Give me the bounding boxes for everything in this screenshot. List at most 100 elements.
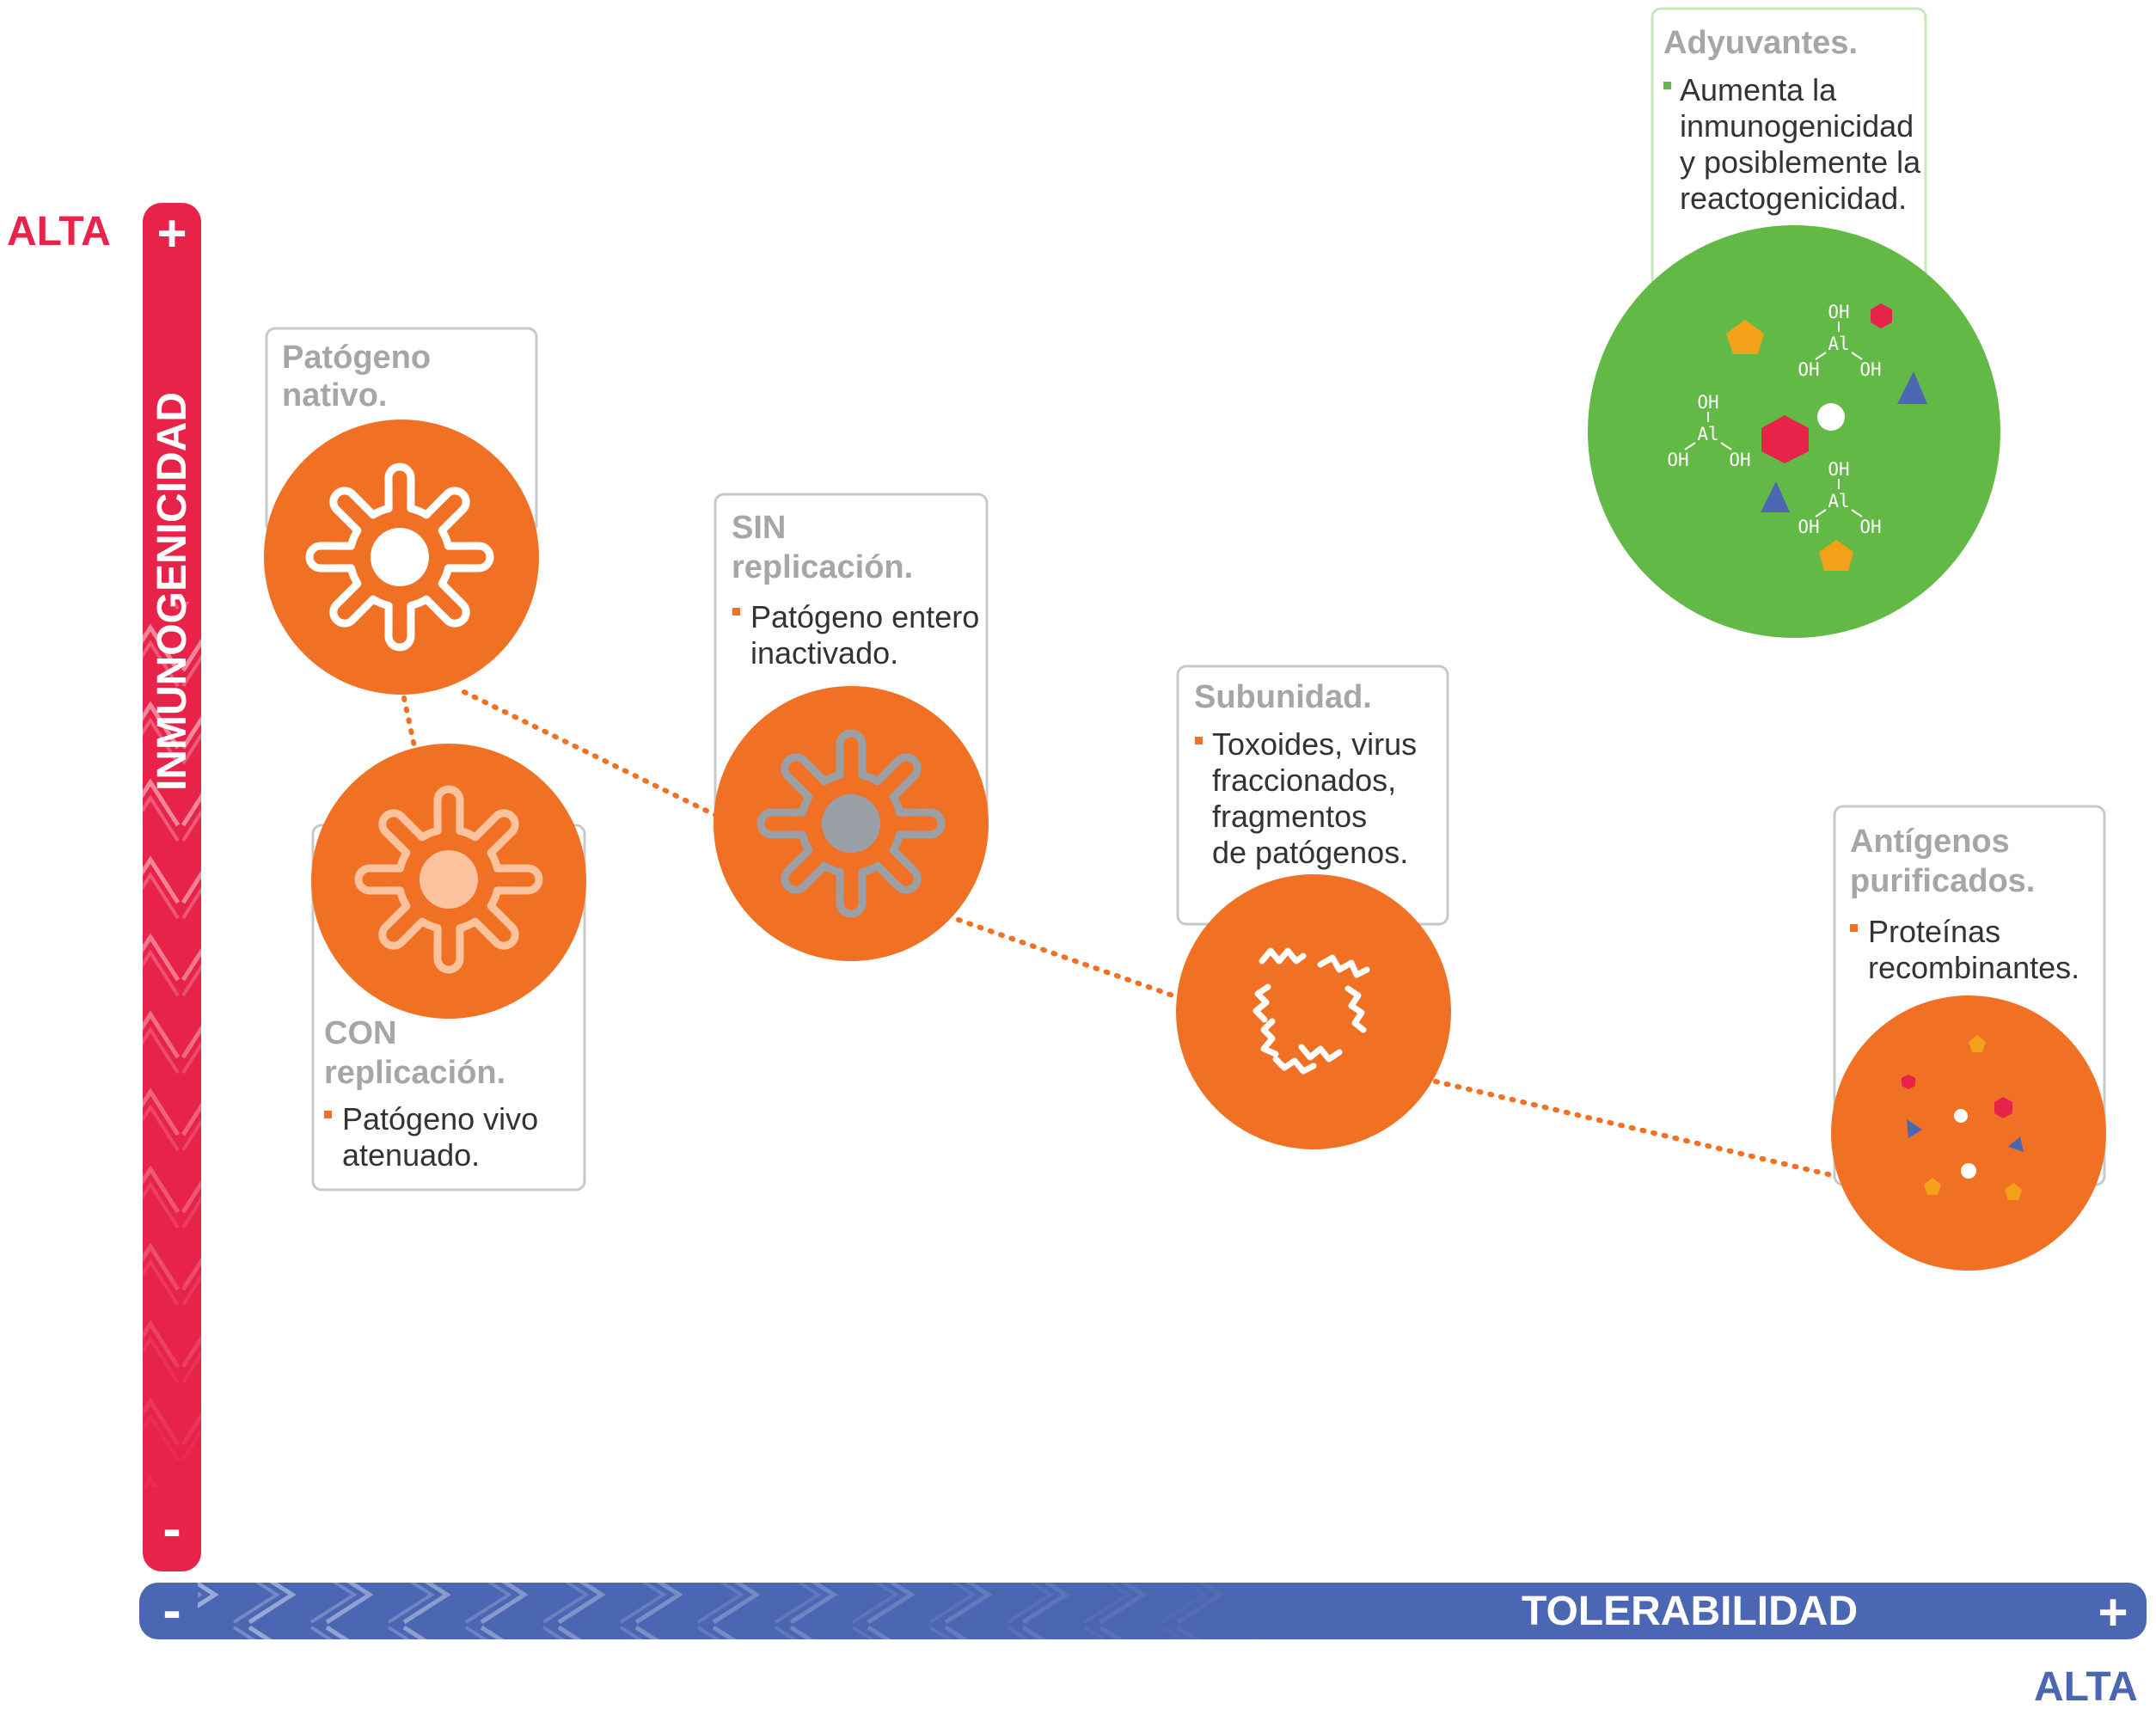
fragment-squiggle <box>1260 1018 1279 1057</box>
card-bullet-line-4: reactogenicidad. <box>1680 181 1907 216</box>
pentagon-shape <box>1969 1035 1986 1052</box>
pathogen-core <box>420 850 478 909</box>
card-bullet-line-2: recombinantes. <box>1868 950 2079 985</box>
chem-bond <box>1684 442 1696 450</box>
pentagon-shape <box>1726 320 1764 354</box>
bullet-marker <box>1850 924 1858 932</box>
y-axis-minus-sign: - <box>162 1498 181 1559</box>
card-title-line-1: SIN <box>732 510 786 546</box>
hexagon-shape <box>1902 1075 1915 1089</box>
card-con-replicacion: CON replicación. Patógeno vivo atenuado. <box>311 744 586 1191</box>
chem-bond <box>1851 352 1863 360</box>
aluminum-hydroxide-icon: OH Al OH OH OH Al OH OH OH Al OH OH <box>1667 302 1927 571</box>
pathogen-outline <box>305 462 494 652</box>
card-bullet-line-3: fragmentos <box>1212 799 1367 834</box>
fragment-squiggle <box>1259 947 1307 965</box>
card-title-line-1: Patógeno <box>282 340 431 376</box>
subunit-circle <box>1176 874 1451 1149</box>
chem-oh: OH <box>1859 359 1881 380</box>
purified-antigens-circle <box>1831 995 2106 1271</box>
card-title-line-2: nativo. <box>282 377 387 413</box>
card-sin-replicacion: SIN replicación. Patógeno entero inactiv… <box>714 493 989 961</box>
sun-pathogen-gray-icon <box>756 729 946 918</box>
y-axis: + - INMUNOGENICIDAD ALTA <box>7 203 201 1571</box>
card-bullet-line-3: y posiblemente la <box>1680 144 1921 180</box>
card-patogeno-nativo: Patógeno nativo. <box>264 327 539 695</box>
triangle-shape <box>2008 1136 2024 1152</box>
card-title-line-1: Adyuvantes. <box>1663 25 1858 61</box>
x-axis-plus-sign: + <box>2098 1583 2128 1641</box>
chem-oh: OH <box>1828 459 1849 480</box>
card-title-line-2: replicación. <box>732 549 913 585</box>
card-bullet-line-1: Proteínas <box>1868 914 2000 949</box>
connector-native-sin <box>462 689 718 818</box>
dot-shape <box>1954 1109 1968 1123</box>
card-bullet-line-1: Patógeno vivo <box>342 1101 538 1136</box>
triangle-shape <box>1907 1119 1922 1138</box>
card-title-line-2: replicación. <box>324 1055 505 1091</box>
fragment-squiggle <box>1253 983 1271 1023</box>
pentagon-shape <box>1924 1178 1941 1195</box>
pathogen-outline <box>354 785 543 974</box>
chem-oh: OH <box>1729 450 1750 470</box>
card-adyuvantes: Adyuvantes. Aumenta la inmunogenicidad y… <box>1588 7 2000 638</box>
card-bullet-line-2: inmunogenicidad <box>1680 108 1914 144</box>
card-bullet-line-1: Aumenta la <box>1680 72 1837 107</box>
chem-bond <box>1851 509 1863 518</box>
card-subunidad: Subunidad. Toxoides, virus fraccionados,… <box>1176 665 1451 1149</box>
pathogen-core <box>371 528 429 586</box>
fragment-squiggle <box>1317 954 1370 978</box>
card-bullet-line-2: inactivado. <box>750 635 898 671</box>
sun-pathogen-white-icon <box>305 462 494 652</box>
y-axis-title: INMUNOGENICIDAD <box>150 392 195 791</box>
chem-oh: OH <box>1859 517 1881 537</box>
chem-oh: OH <box>1798 359 1819 380</box>
chem-al: Al <box>1828 334 1849 354</box>
card-title-line-1: Subunidad. <box>1194 679 1372 715</box>
triangle-shape <box>1897 371 1927 404</box>
bullet-marker <box>1663 82 1671 89</box>
y-axis-plus-sign: + <box>156 205 187 262</box>
bullet-marker <box>732 608 740 616</box>
chem-oh: OH <box>1667 450 1688 470</box>
dot-shape <box>1961 1163 1976 1179</box>
connector-subunidad-antigenos <box>1433 1079 1838 1179</box>
x-axis-high-label: ALTA <box>2034 1664 2138 1709</box>
card-title-line-2: purificados. <box>1850 863 2035 899</box>
hexagon-shape <box>1871 303 1892 328</box>
card-antigenos-purificados: Antígenos purificados. Proteínas recombi… <box>1831 805 2106 1271</box>
bullet-marker <box>324 1111 332 1118</box>
chem-oh: OH <box>1697 392 1718 413</box>
sun-pathogen-peach-icon <box>354 785 543 974</box>
fragment-squiggle <box>1272 1056 1317 1075</box>
fragment-squiggle <box>1298 1044 1343 1063</box>
card-bullet-line-2: fraccionados, <box>1212 763 1396 798</box>
card-bullet-line-2: atenuado. <box>342 1137 480 1173</box>
chem-al: Al <box>1828 491 1849 511</box>
hexagon-shape <box>1761 415 1809 463</box>
pentagon-shape <box>1819 540 1853 571</box>
x-axis: - + TOLERABILIDAD ALTA <box>139 1579 2147 1709</box>
fragment-squiggle <box>1344 985 1367 1033</box>
chem-bond <box>1720 442 1732 450</box>
chem-al: Al <box>1697 424 1718 444</box>
chem-bond <box>1815 509 1827 518</box>
connector-native-con <box>401 695 417 749</box>
x-axis-title: TOLERABILIDAD <box>1522 1589 1858 1634</box>
y-axis-chevron-pattern <box>143 602 201 1487</box>
x-axis-minus-sign: - <box>162 1579 181 1641</box>
chem-oh: OH <box>1798 517 1819 537</box>
card-title-line-1: CON <box>324 1015 396 1051</box>
card-bullet-line-1: Toxoides, virus <box>1212 726 1417 762</box>
squiggle-fragments-icon <box>1253 947 1370 1075</box>
bullet-marker <box>1195 737 1203 744</box>
chem-oh: OH <box>1828 302 1849 322</box>
hexagon-shape <box>1994 1097 2012 1118</box>
y-axis-high-label: ALTA <box>7 209 111 254</box>
card-title-line-1: Antígenos <box>1850 824 2010 860</box>
pathogen-outline <box>756 729 946 918</box>
card-bullet-line-1: Patógeno entero <box>750 599 979 634</box>
pathogen-core <box>822 794 880 853</box>
x-axis-chevron-pattern <box>198 1583 1255 1639</box>
